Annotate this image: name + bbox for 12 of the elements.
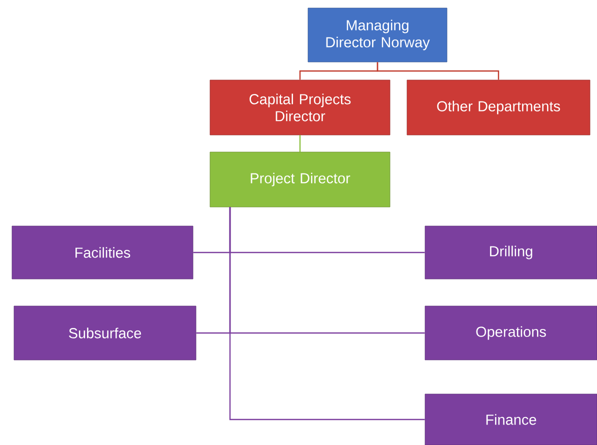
director-box: Managing Director Norway (308, 8, 448, 62)
connector-line (376, 62, 500, 80)
team-box: Facilities (12, 226, 194, 280)
team-box: Drilling (424, 226, 597, 280)
director-box: Project Director (210, 152, 390, 208)
director-box: Capital Projects Director (210, 80, 390, 136)
connector-line (299, 135, 301, 152)
department-box: Other Departments (406, 80, 590, 136)
team-box: Finance (424, 394, 597, 445)
team-box: Subsurface (14, 306, 196, 360)
connector-line (229, 207, 425, 420)
team-box: Operations (424, 306, 597, 360)
